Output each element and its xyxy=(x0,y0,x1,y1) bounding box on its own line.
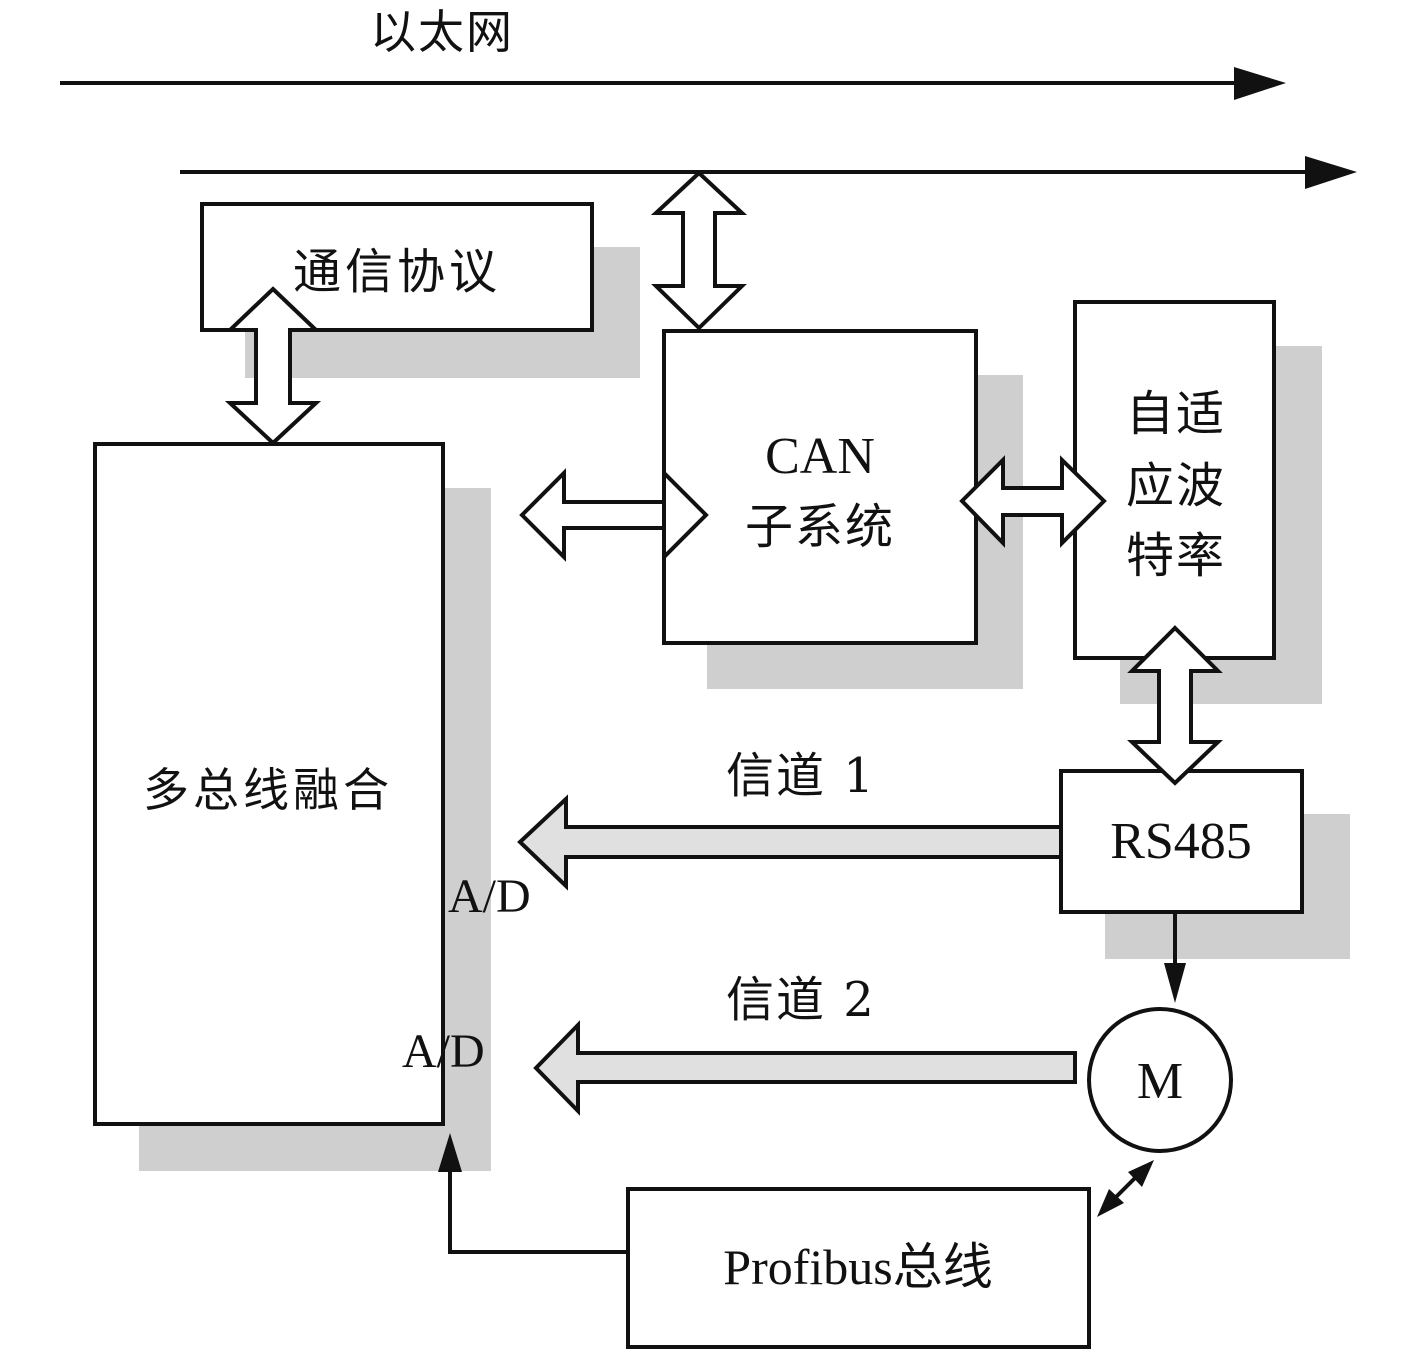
protocol-label: 通信协议 xyxy=(293,244,501,300)
motor-profibus-arrowhead-down-icon xyxy=(1097,1189,1124,1217)
motor[interactable]: M xyxy=(1087,1007,1233,1153)
fusion-can-double-arrow-icon xyxy=(519,468,709,562)
channel1: 信道 1 A/D xyxy=(448,748,1063,923)
ethernet-bus: 以太网 xyxy=(60,5,1357,189)
channel1-arrow-icon xyxy=(517,794,1063,891)
fusion-label: 多总线融合 xyxy=(143,763,393,817)
profibus-fusion-line xyxy=(448,1170,628,1254)
can-label-line2: 子系统 xyxy=(745,499,895,555)
motor-profibus-link xyxy=(1097,1160,1154,1217)
adaptive-label-line1: 自适 xyxy=(1126,386,1226,442)
ethernet-label: 以太网 xyxy=(370,5,514,59)
channel2-label: 信道 2 xyxy=(726,972,876,1028)
motor-label: M xyxy=(1137,1053,1183,1110)
adaptive-rs485-double-arrow-icon xyxy=(1127,625,1223,786)
motor-profibus-arrowhead-up-icon xyxy=(1128,1160,1154,1187)
motor-circle[interactable] xyxy=(1087,1007,1233,1153)
channel2-arrow-icon xyxy=(533,1020,1077,1116)
rs485-label: RS485 xyxy=(1110,813,1252,870)
can-adaptive-double-arrow-icon xyxy=(959,455,1107,548)
rs485-box[interactable] xyxy=(1059,769,1304,914)
profibus-label: Profibus总线 xyxy=(723,1239,992,1295)
adaptive-baud-block[interactable]: 自适 应波 特率 xyxy=(1073,300,1276,660)
rs485-block[interactable]: RS485 xyxy=(1059,769,1304,914)
profibus-box[interactable] xyxy=(626,1187,1091,1349)
channel2: 信道 2 A/D xyxy=(402,972,1077,1116)
can-box[interactable] xyxy=(662,329,978,645)
adaptive-label-line2: 应波 xyxy=(1126,458,1226,514)
ad2-label: A/D xyxy=(402,1025,485,1078)
fusion-box[interactable] xyxy=(93,442,445,1126)
fusion-block[interactable]: 多总线融合 xyxy=(93,442,445,1126)
rs485-motor-arrowhead-icon xyxy=(1164,963,1186,1003)
profibus-fusion-arrowhead-icon xyxy=(438,1133,462,1172)
can-label-line1: CAN xyxy=(765,428,875,485)
ethernet-lower-arrowhead-icon xyxy=(1305,156,1357,189)
can-block[interactable]: CAN 子系统 xyxy=(662,329,978,645)
ethernet-upper-arrowhead-icon xyxy=(1234,67,1286,100)
ad1-label: A/D xyxy=(448,870,531,923)
profibus-block[interactable]: Profibus总线 xyxy=(626,1187,1091,1349)
ethernet-can-double-arrow-icon xyxy=(650,170,748,331)
channel1-label: 信道 1 xyxy=(726,748,876,804)
adaptive-label-line3: 特率 xyxy=(1126,528,1226,584)
